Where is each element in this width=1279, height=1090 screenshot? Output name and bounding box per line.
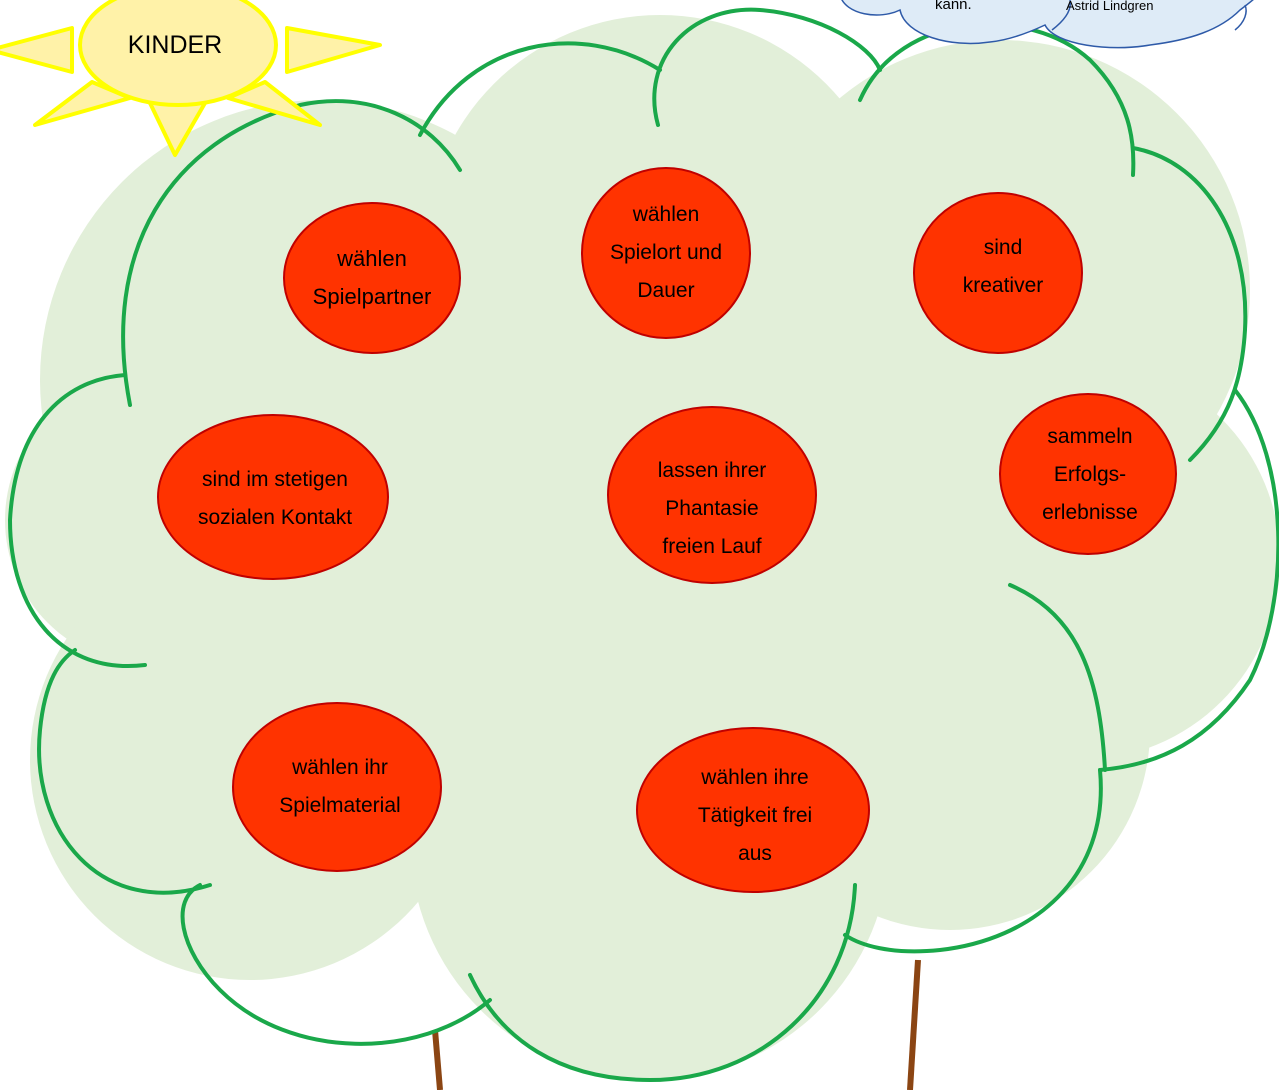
quote-cloud [841, 0, 1254, 49]
apple-label-spielpartner: wählen Spielpartner [312, 246, 432, 309]
apple-sozialer-kontakt [157, 414, 389, 580]
apple-spielpartner [283, 202, 461, 354]
apple-kreativer [913, 192, 1083, 354]
tree-crown-outline [7, 7, 1279, 1083]
tree-trunk-left [432, 1029, 443, 1090]
apple-label-spielort: wählen Spielort und Dauer [609, 203, 723, 302]
tree-crown [5, 15, 1279, 1080]
quote-author: Astrid Lindgren [1066, 0, 1154, 13]
apple-label-sozialer-kontakt: sind im stetigen sozialen Kontakt [197, 468, 353, 529]
apples [157, 167, 1177, 893]
apple-phantasie [607, 406, 817, 584]
sun-label: KINDER [127, 30, 223, 59]
apple-label-phantasie: lassen ihrer Phantasie freien Lauf [657, 459, 767, 558]
apple-label-erfolgserlebnisse: sammeln Erfolgs- erlebnisse [1042, 425, 1138, 524]
apple-label-taetigkeit: wählen ihre Tätigkeit frei aus [697, 766, 813, 865]
apple-erfolgserlebnisse [999, 393, 1177, 555]
sun-icon [0, 0, 382, 157]
apple-spielort [581, 167, 751, 339]
apple-label-spielmaterial: wählen ihr Spielmaterial [279, 756, 401, 817]
apple-label-kreativer: sind kreativer [962, 236, 1044, 297]
quote-text-tail: kann. [935, 0, 972, 13]
tree-trunk-right [907, 959, 921, 1090]
apple-spielmaterial [232, 702, 442, 872]
apple-taetigkeit [636, 727, 870, 893]
